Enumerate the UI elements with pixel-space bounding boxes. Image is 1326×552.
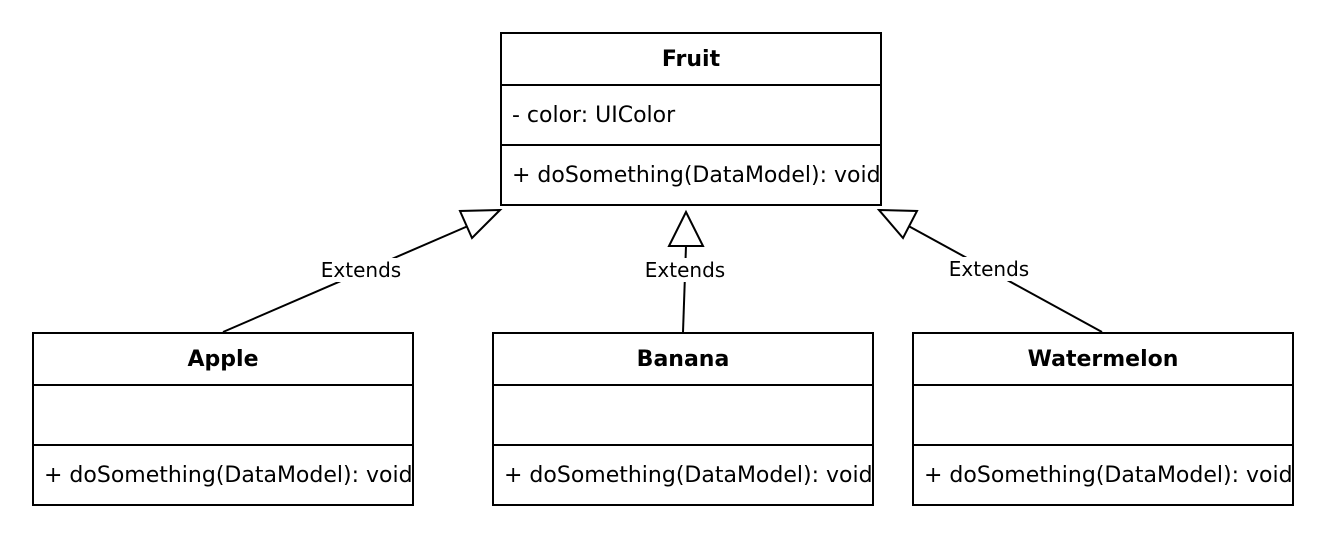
class-name: Banana [494, 334, 872, 386]
operation-do-something: + doSomething(DataModel): void [924, 462, 1292, 488]
edge-label-watermelon: Extends [946, 257, 1032, 281]
class-watermelon[interactable]: Watermelon + doSomething(DataModel): voi… [912, 332, 1294, 506]
inheritance-arrowhead [876, 208, 919, 240]
inheritance-arrowhead [458, 208, 503, 240]
class-apple[interactable]: Apple + doSomething(DataModel): void [32, 332, 414, 506]
class-operations: + doSomething(DataModel): void [34, 446, 412, 504]
class-name: Apple [34, 334, 412, 386]
operation-do-something: + doSomething(DataModel): void [504, 462, 872, 488]
class-attributes [34, 386, 412, 446]
edge-label-apple: Extends [318, 258, 404, 282]
class-operations: + doSomething(DataModel): void [502, 146, 880, 204]
class-name: Watermelon [914, 334, 1292, 386]
operation-do-something: + doSomething(DataModel): void [512, 162, 880, 188]
class-fruit[interactable]: Fruit - color: UIColor + doSomething(Dat… [500, 32, 882, 206]
edge-label-banana: Extends [642, 258, 728, 282]
class-operations: + doSomething(DataModel): void [494, 446, 872, 504]
class-attributes [494, 386, 872, 446]
operation-do-something: + doSomething(DataModel): void [44, 462, 412, 488]
class-attributes: - color: UIColor [502, 86, 880, 146]
inheritance-arrowhead [667, 209, 705, 247]
class-banana[interactable]: Banana + doSomething(DataModel): void [492, 332, 874, 506]
attribute-color: - color: UIColor [512, 102, 676, 128]
class-operations: + doSomething(DataModel): void [914, 446, 1292, 504]
class-name: Fruit [502, 34, 880, 86]
class-attributes [914, 386, 1292, 446]
